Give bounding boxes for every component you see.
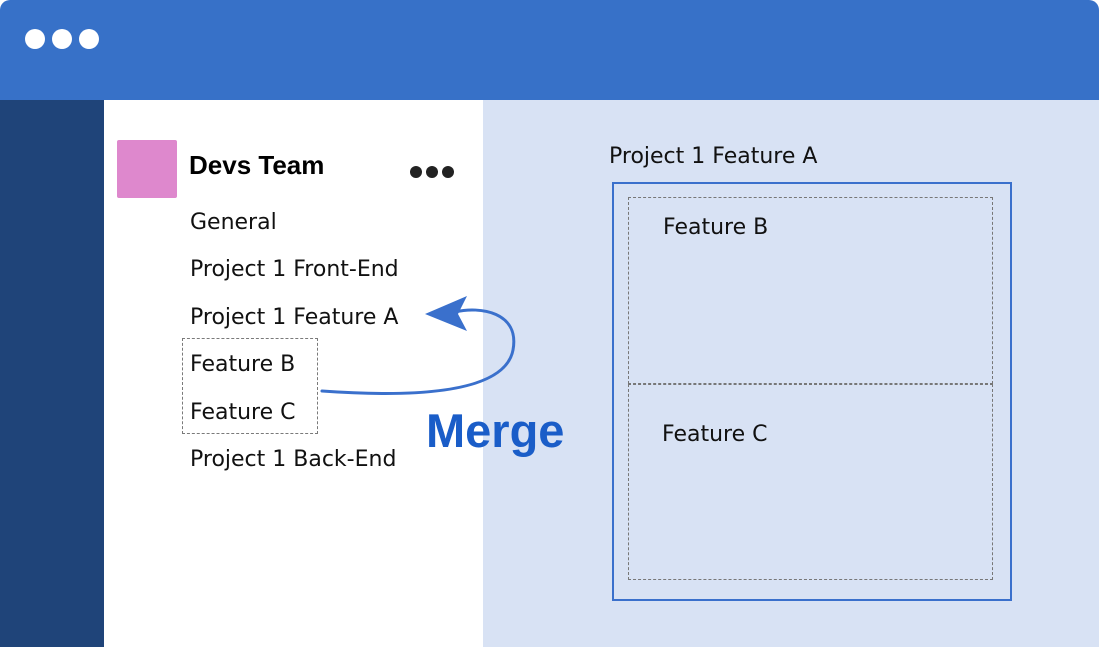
team-name: Devs Team [189,150,325,180]
team-avatar[interactable] [117,140,177,198]
subchannel-label-feature-c: Feature C [662,422,768,447]
target-channel-frame [612,182,1012,601]
window-control-dot[interactable] [79,29,99,49]
window-titlebar [0,0,1099,100]
window-control-dot[interactable] [52,29,72,49]
subchannel-feature-c [628,384,993,580]
content-area [483,100,1099,647]
channel-item-project-1-feature-a[interactable]: Project 1 Feature A [190,305,399,330]
app-rail [0,100,104,647]
subchannel-label-feature-b: Feature B [663,215,769,240]
channel-item-feature-c[interactable]: Feature C [190,400,296,425]
channel-item-project-1-back-end[interactable]: Project 1 Back-End [190,447,397,472]
selection-box [182,338,318,434]
window-control-dot[interactable] [25,29,45,49]
channel-item-project-1-front-end[interactable]: Project 1 Front-End [190,257,399,282]
target-channel-title: Project 1 Feature A [609,144,818,169]
more-horizontal-icon[interactable] [410,163,458,182]
subchannel-feature-b [628,197,993,384]
channel-item-general[interactable]: General [190,210,277,235]
channel-item-feature-b[interactable]: Feature B [190,352,296,377]
merge-label: Merge [426,404,565,457]
